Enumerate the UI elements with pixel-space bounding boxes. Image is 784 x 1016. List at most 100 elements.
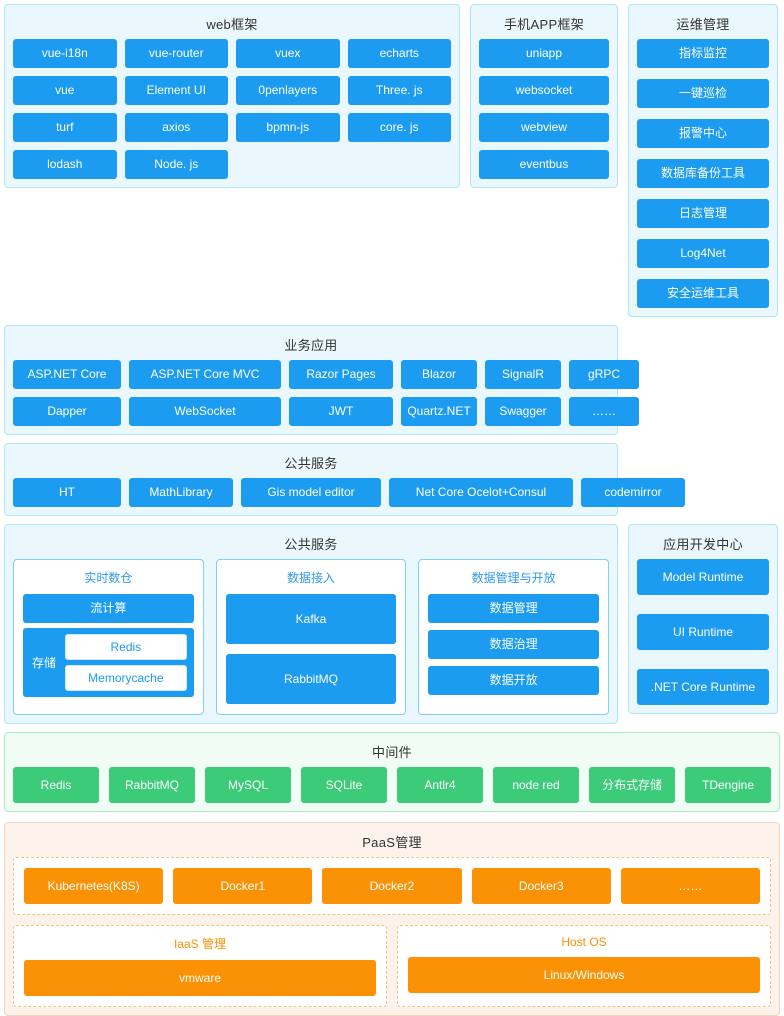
- tile-ui-runtime[interactable]: UI Runtime: [637, 614, 769, 650]
- business-row: 业务应用 ASP.NET Core ASP.NET Core MVC Razor…: [4, 325, 780, 435]
- tile-docker1[interactable]: Docker1: [173, 868, 313, 904]
- tile-jwt[interactable]: JWT: [289, 397, 393, 426]
- panel-title-ops-management: 运维管理: [676, 17, 730, 32]
- tile-linux-windows[interactable]: Linux/Windows: [408, 957, 760, 993]
- subcard-title-data-ingestion: 数据接入: [287, 571, 336, 585]
- business-application-tiles: ASP.NET Core ASP.NET Core MVC Razor Page…: [13, 360, 639, 426]
- tile-kubernetes[interactable]: Kubernetes(K8S): [24, 868, 164, 904]
- tile-uniapp[interactable]: uniapp: [479, 39, 609, 68]
- pill-redis[interactable]: Redis: [65, 634, 187, 660]
- tile-vuex[interactable]: vuex: [236, 39, 340, 68]
- tile-docker2[interactable]: Docker2: [322, 868, 462, 904]
- panel-app-dev-center: 应用开发中心 Model Runtime UI Runtime .NET Cor…: [628, 524, 778, 714]
- tile-alarm-center[interactable]: 报警中心: [637, 119, 769, 148]
- tile-mw-tdengine[interactable]: TDengine: [685, 767, 771, 803]
- tile-data-governance[interactable]: 数据治理: [428, 630, 600, 659]
- panel-data-platform: 公共服务 实时数仓 流计算 存储 Redis Memorycache 数据接入: [4, 524, 618, 724]
- tile-eventbus[interactable]: eventbus: [479, 150, 609, 179]
- tile-net-core-runtime[interactable]: .NET Core Runtime: [637, 669, 769, 705]
- tile-log-management[interactable]: 日志管理: [637, 199, 769, 228]
- panel-title-app-dev-center: 应用开发中心: [663, 537, 743, 552]
- tile-stream-computing[interactable]: 流计算: [23, 594, 194, 623]
- data-management-tiles: 数据管理 数据治理 数据开放: [428, 594, 600, 695]
- storage-pills: Redis Memorycache: [65, 634, 187, 691]
- tile-kafka[interactable]: Kafka: [225, 594, 397, 644]
- data-platform-row: 公共服务 实时数仓 流计算 存储 Redis Memorycache 数据接入: [4, 524, 780, 724]
- tile-docker3[interactable]: Docker3: [471, 868, 611, 904]
- tile-webview[interactable]: webview: [479, 113, 609, 142]
- panel-title-data-platform: 公共服务: [284, 537, 338, 552]
- paas-host-os-box: Host OS Linux/Windows: [397, 925, 771, 1007]
- tile-aspnet-core-mvc[interactable]: ASP.NET Core MVC: [129, 360, 281, 389]
- tile-vue[interactable]: vue: [13, 76, 117, 105]
- tile-dapper[interactable]: Dapper: [13, 397, 121, 426]
- tile-mathlibrary[interactable]: MathLibrary: [129, 478, 233, 507]
- panel-title-middleware: 中间件: [372, 745, 412, 760]
- tile-quartz-net[interactable]: Quartz.NET: [401, 397, 477, 426]
- tile-model-runtime[interactable]: Model Runtime: [637, 559, 769, 595]
- paas-container-tiles: Kubernetes(K8S) Docker1 Docker2 Docker3 …: [24, 868, 760, 904]
- tile-axios[interactable]: axios: [124, 113, 228, 142]
- tile-rabbitmq[interactable]: RabbitMQ: [225, 654, 397, 704]
- tile-docker-more[interactable]: ……: [620, 868, 760, 904]
- subcard-data-ingestion: 数据接入 Kafka RabbitMQ: [215, 559, 407, 715]
- tile-vue-i18n[interactable]: vue-i18n: [13, 39, 117, 68]
- tile-aspnet-core[interactable]: ASP.NET Core: [13, 360, 121, 389]
- tile-blazor[interactable]: Blazor: [401, 360, 477, 389]
- tile-websocket-biz[interactable]: WebSocket: [129, 397, 281, 426]
- tile-node-js[interactable]: Node. js: [124, 150, 228, 179]
- tile-codemirror[interactable]: codemirror: [581, 478, 685, 507]
- tile-lodash[interactable]: lodash: [13, 150, 117, 179]
- middleware-tiles: Redis RabbitMQ MySQL SQLite Antlr4 node …: [13, 767, 771, 803]
- panel-title-web-framework: web框架: [206, 17, 258, 32]
- tile-business-more[interactable]: ……: [569, 397, 639, 426]
- tile-metric-monitoring[interactable]: 指标监控: [637, 39, 769, 68]
- tile-mw-sqlite[interactable]: SQLite: [301, 767, 387, 803]
- tile-data-openness[interactable]: 数据开放: [428, 666, 600, 695]
- pill-memorycache[interactable]: Memorycache: [65, 665, 187, 691]
- paas-infrastructure-row: IaaS 管理 vmware Host OS Linux/Windows: [13, 925, 771, 1007]
- app-framework-tiles: uniapp websocket webview eventbus: [479, 39, 609, 179]
- tile-core-js[interactable]: core. js: [347, 113, 451, 142]
- paas-sub-title-iaas: IaaS 管理: [173, 937, 227, 951]
- public-service-tiles: HT MathLibrary Gis model editor Net Core…: [13, 478, 685, 507]
- tile-websocket[interactable]: websocket: [479, 76, 609, 105]
- tile-openlayers[interactable]: 0penlayers: [236, 76, 340, 105]
- subcard-data-management-openness: 数据管理与开放 数据管理 数据治理 数据开放: [418, 559, 610, 715]
- tile-vmware[interactable]: vmware: [24, 960, 376, 996]
- tile-log4net[interactable]: Log4Net: [637, 239, 769, 268]
- data-platform-groups: 实时数仓 流计算 存储 Redis Memorycache 数据接入 Kafka: [13, 559, 610, 715]
- paas-sub-title-host-os: Host OS: [561, 935, 607, 949]
- tile-vue-router[interactable]: vue-router: [124, 39, 228, 68]
- top-strip: web框架 vue-i18n vue-router vuex echarts v…: [4, 4, 780, 317]
- paas-container-box: Kubernetes(K8S) Docker1 Docker2 Docker3 …: [13, 857, 771, 915]
- tile-mw-mysql[interactable]: MySQL: [205, 767, 291, 803]
- tile-bpmn-js[interactable]: bpmn-js: [236, 113, 340, 142]
- tile-razor-pages[interactable]: Razor Pages: [289, 360, 393, 389]
- tile-gis-model-editor[interactable]: Gis model editor: [241, 478, 381, 507]
- tile-signalr[interactable]: SignalR: [485, 360, 561, 389]
- tile-mw-distributed-storage[interactable]: 分布式存储: [589, 767, 675, 803]
- tile-swagger[interactable]: Swagger: [485, 397, 561, 426]
- tile-ht[interactable]: HT: [13, 478, 121, 507]
- panel-title-paas-management: PaaS管理: [362, 835, 422, 850]
- subcard-title-realtime-warehouse: 实时数仓: [84, 571, 133, 585]
- tile-grpc[interactable]: gRPC: [569, 360, 639, 389]
- tile-db-backup-tool[interactable]: 数据库备份工具: [637, 159, 769, 188]
- paas-iaas-box: IaaS 管理 vmware: [13, 925, 387, 1007]
- ops-management-tiles: 指标监控 一键巡检 报警中心 数据库备份工具 日志管理 Log4Net 安全运维…: [637, 39, 769, 308]
- tile-mw-rabbitmq[interactable]: RabbitMQ: [109, 767, 195, 803]
- tile-echarts[interactable]: echarts: [347, 39, 451, 68]
- tile-net-core-ocelot-consul[interactable]: Net Core Ocelot+Consul: [389, 478, 573, 507]
- tile-mw-redis[interactable]: Redis: [13, 767, 99, 803]
- panel-middleware: 中间件 Redis RabbitMQ MySQL SQLite Antlr4 n…: [4, 732, 780, 812]
- tile-mw-node-red[interactable]: node red: [493, 767, 579, 803]
- tile-data-management[interactable]: 数据管理: [428, 594, 600, 623]
- tile-element-ui[interactable]: Element UI: [124, 76, 228, 105]
- tile-security-ops-tool[interactable]: 安全运维工具: [637, 279, 769, 308]
- tile-mw-antlr4[interactable]: Antlr4: [397, 767, 483, 803]
- tile-turf[interactable]: turf: [13, 113, 117, 142]
- panel-public-service: 公共服务 HT MathLibrary Gis model editor Net…: [4, 443, 685, 516]
- tile-three-js[interactable]: Three. js: [347, 76, 451, 105]
- tile-one-click-inspection[interactable]: 一键巡检: [637, 79, 769, 108]
